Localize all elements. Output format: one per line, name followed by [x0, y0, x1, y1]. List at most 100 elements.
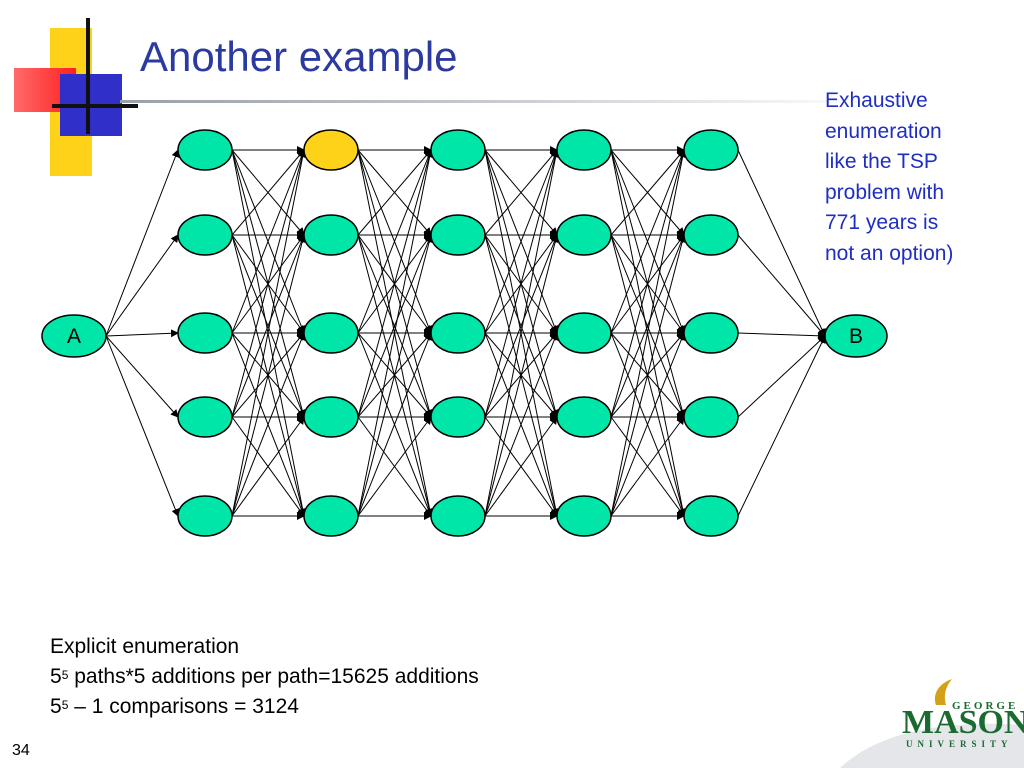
network-node: [430, 214, 486, 256]
network-node: [177, 214, 233, 256]
edge-stage2-to-stage3: [357, 149, 434, 418]
edge-stage3-to-stage4: [484, 149, 558, 236]
edge-stage2-to-stage3: [357, 234, 434, 517]
edge-start-to-stage1: [105, 335, 180, 517]
edge-stage3-to-stage4: [484, 234, 559, 418]
logo-line-2: MASON: [902, 704, 1024, 741]
edge-stage1-to-stage2: [231, 332, 306, 517]
edge-stage1-to-stage2: [231, 149, 305, 236]
start-node-label: A: [67, 325, 81, 348]
edge-stage2-to-stage3: [357, 149, 434, 517]
edge-stage3-to-stage4: [484, 149, 559, 334]
edge-stage3-to-stage4: [484, 149, 560, 517]
decor-horizontal-line: [52, 104, 138, 108]
edge-stage4-to-stage5: [610, 149, 687, 517]
power-base: 5: [50, 695, 62, 718]
edge-stage4-to-stage5: [610, 149, 686, 334]
edge-stage2-to-stage3: [357, 332, 433, 517]
edge-start-to-stage1: [105, 149, 180, 337]
edge-stage4-to-stage5: [610, 416, 685, 517]
network-node: [303, 495, 359, 537]
network-node: [556, 495, 612, 537]
george-mason-logo: GEORGE MASON UNIVERSITY: [840, 679, 1024, 768]
power-exponent: 5: [61, 698, 69, 712]
edge-stage4-to-stage5: [610, 149, 687, 418]
network-node: [556, 129, 612, 171]
network-node: [177, 129, 233, 171]
network-node: [430, 129, 486, 171]
network-node: [683, 214, 739, 256]
network-node: [177, 396, 233, 438]
side-note-line: like the TSP: [825, 150, 938, 173]
edge-stage1-to-stage2: [231, 416, 305, 517]
logo-line-3: UNIVERSITY: [906, 739, 1013, 749]
edge-start-to-stage1: [105, 335, 179, 418]
side-note-line: 771 years is: [825, 211, 939, 234]
edge-stage3-to-stage4: [484, 149, 560, 418]
edge-stage3-to-stage4: [484, 416, 558, 517]
network-node: [556, 312, 612, 354]
end-node-label: B: [849, 325, 863, 348]
edge-stage4-to-stage5: [610, 332, 686, 517]
edge-stage3-to-stage4: [484, 332, 559, 517]
edge-stage1-to-stage2: [231, 149, 306, 334]
network-node: [303, 214, 359, 256]
edge-stage5-to-end: [737, 149, 826, 337]
network-node: [683, 396, 739, 438]
edge-start-to-stage1: [105, 234, 179, 337]
network-node: [683, 495, 739, 537]
explain-line-2-text: paths*5 additions per path=15625 additio…: [68, 665, 479, 688]
edge-stage4-to-stage5: [610, 149, 685, 236]
network-node: [430, 495, 486, 537]
edge-stage2-to-stage3: [357, 149, 432, 236]
edge-start-to-stage1: [105, 329, 179, 338]
explain-line-3: 55 – 1 comparisons = 3124: [50, 692, 479, 722]
explanation-text: Explicit enumeration 55 paths*5 addition…: [50, 632, 479, 722]
side-note-line: Exhaustive: [825, 89, 928, 112]
edge-stage5-to-end: [737, 335, 826, 517]
network-node: [177, 312, 233, 354]
edge-stage2-to-stage3: [357, 416, 432, 517]
edge-stage1-to-stage2: [231, 234, 306, 418]
side-note: Exhaustive enumeration like the TSP prob…: [825, 86, 1015, 269]
edge-stage5-to-end: [737, 234, 826, 337]
network-node: [430, 312, 486, 354]
edge-stage2-to-stage3: [357, 234, 433, 418]
explain-line-2: 55 paths*5 additions per path=15625 addi…: [50, 662, 479, 692]
network-node: [683, 312, 739, 354]
power-exponent: 5: [61, 668, 69, 682]
network-node: [303, 312, 359, 354]
network-node: [303, 396, 359, 438]
edge-stage5-to-end: [737, 335, 826, 418]
slide-number: 34: [12, 742, 30, 759]
edge-stage1-to-stage2: [231, 234, 307, 517]
decor-vertical-line: [86, 18, 90, 134]
side-note-line: enumeration: [825, 119, 942, 143]
network-edges: [105, 146, 826, 520]
slide-title: Another example: [140, 33, 458, 80]
logo-leaf-icon: [934, 679, 952, 705]
edge-stage1-to-stage2: [231, 149, 307, 418]
edge-stage3-to-stage4: [484, 234, 560, 517]
edge-stage1-to-stage2: [231, 149, 307, 517]
edge-stage5-to-end: [737, 331, 826, 340]
network-node: [683, 129, 739, 171]
side-note-line: not an option): [825, 241, 954, 265]
side-note-line: problem with: [825, 180, 945, 204]
network-node: [177, 495, 233, 537]
logo-line-1: GEORGE: [952, 700, 1018, 712]
title-underline: [120, 100, 880, 103]
end-node: [824, 314, 888, 358]
network-node: [556, 396, 612, 438]
start-node: [41, 314, 107, 358]
edge-stage4-to-stage5: [610, 234, 686, 418]
explain-line-3-text: – 1 comparisons = 3124: [68, 695, 299, 718]
explain-line-1: Explicit enumeration: [50, 635, 240, 658]
power-base: 5: [50, 665, 62, 688]
highlighted-node: [303, 129, 359, 171]
edge-stage2-to-stage3: [357, 149, 433, 334]
network-node: [556, 214, 612, 256]
edge-stage4-to-stage5: [610, 234, 687, 517]
